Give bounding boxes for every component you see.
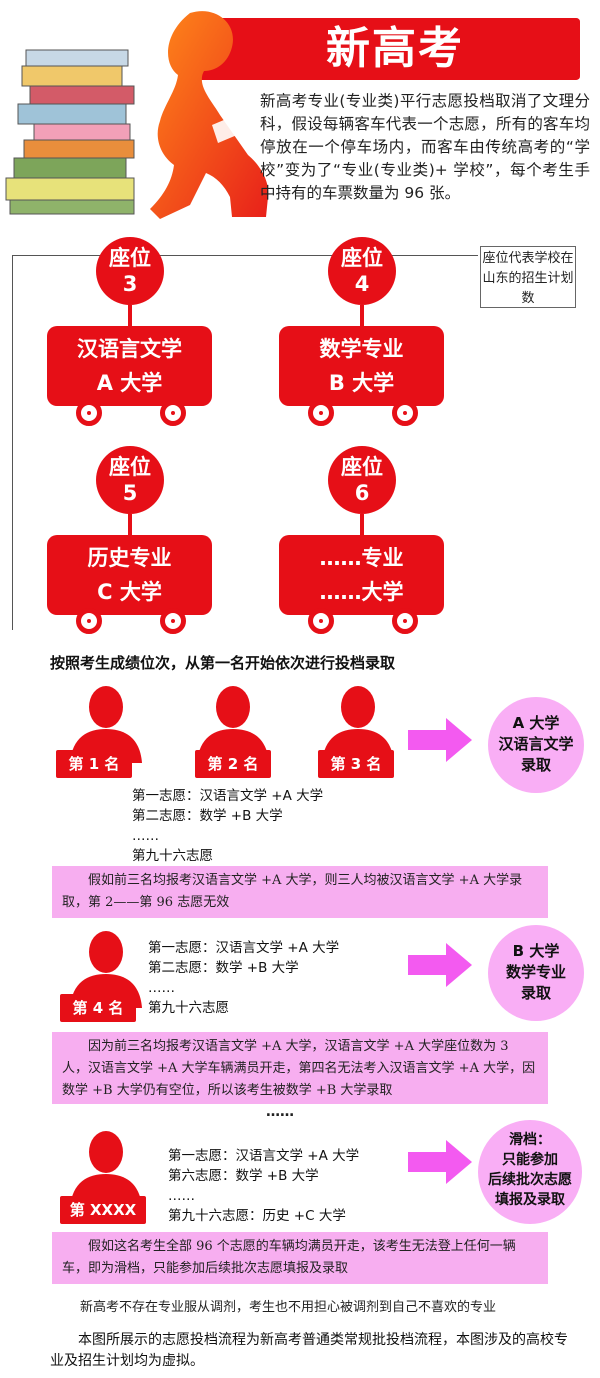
wheel-icon bbox=[392, 400, 418, 426]
choice-item: 第九十六志愿：历史 +C 大学 bbox=[168, 1208, 346, 1224]
choice-item: 第二志愿：数学 +B 大学 bbox=[148, 960, 299, 976]
bus-major: 汉语言文学 bbox=[77, 337, 182, 361]
bus-university: ……大学 bbox=[319, 580, 404, 604]
choice-item: 第六志愿：数学 +B 大学 bbox=[168, 1168, 319, 1184]
case2-explanation: 因为前三名均报考汉语言文学 +A 大学，汉语言文学 +A 大学座位数为 3 人，… bbox=[52, 1032, 548, 1104]
choice-item: 第二志愿：数学 +B 大学 bbox=[132, 808, 283, 824]
rank-label-3: 第 3 名 bbox=[318, 750, 394, 778]
seat-legend-note: 座位代表学校在山东的招生计划数 bbox=[480, 246, 576, 308]
title-banner bbox=[170, 18, 580, 80]
bus-math-b: 数学专业 B 大学 bbox=[279, 326, 444, 406]
choice-item: 第九十六志愿 bbox=[148, 1000, 229, 1016]
footer-disclaimer: 本图所展示的志愿投档流程为新高考普通类常规批投档流程，本图涉及的高校专业及招生计… bbox=[50, 1332, 568, 1369]
choice-item: …… bbox=[148, 980, 175, 996]
seat-label: 座位 bbox=[109, 246, 151, 270]
rank-label-4: 第 4 名 bbox=[60, 994, 136, 1022]
case2-choices: 第一志愿：汉语言文学 +A 大学 第二志愿：数学 +B 大学 …… 第九十六志愿 bbox=[148, 938, 339, 1018]
bus-university: C 大学 bbox=[97, 580, 162, 604]
choice-item: 第一志愿：汉语言文学 +A 大学 bbox=[168, 1148, 360, 1164]
arrow-right-icon bbox=[408, 718, 472, 762]
seat-label: 座位 bbox=[109, 455, 151, 479]
bus-major: 数学专业 bbox=[319, 337, 404, 361]
bus-university: B 大学 bbox=[328, 371, 395, 395]
seat-number: 4 bbox=[354, 272, 370, 296]
case1-choices: 第一志愿：汉语言文学 +A 大学 第二志愿：数学 +B 大学 …… 第九十六志愿 bbox=[132, 786, 323, 866]
wheel-icon bbox=[308, 400, 334, 426]
bus-major: 历史专业 bbox=[87, 546, 172, 570]
parking-lot-border-left bbox=[12, 255, 13, 630]
wheel-icon bbox=[76, 608, 102, 634]
rank-label-2: 第 2 名 bbox=[195, 750, 271, 778]
rank-label-1: 第 1 名 bbox=[56, 750, 132, 778]
arrow-right-icon bbox=[408, 1140, 472, 1184]
choice-item: …… bbox=[132, 828, 159, 844]
seat-label: 座位 bbox=[341, 246, 383, 270]
choice-item: …… bbox=[168, 1188, 195, 1204]
seat-connector bbox=[128, 305, 132, 327]
seat-label: 座位 bbox=[341, 455, 383, 479]
case1-explanation: 假如前三名均报考汉语言文学 +A 大学，则三人均被汉语言文学 +A 大学录取，第… bbox=[52, 866, 548, 918]
seat-connector bbox=[128, 514, 132, 536]
bus-university: A 大学 bbox=[96, 371, 163, 395]
seat-connector bbox=[360, 305, 364, 327]
seat-number: 6 bbox=[354, 481, 370, 505]
case3-explanation: 假如这名考生全部 96 个志愿的车辆均满员开走，该考生无法登上任何一辆车，即为滑… bbox=[52, 1232, 548, 1284]
result-badge-1: A 大学汉语言文学录取 bbox=[488, 697, 584, 793]
arrow-right-icon bbox=[408, 943, 472, 987]
seat-connector bbox=[360, 514, 364, 536]
wheel-icon bbox=[392, 608, 418, 634]
wheel-icon bbox=[308, 608, 334, 634]
choice-item: 第一志愿：汉语言文学 +A 大学 bbox=[148, 940, 340, 956]
seat-number: 3 bbox=[122, 272, 138, 296]
result-badge-2: B 大学数学专业录取 bbox=[488, 925, 584, 1021]
rank-label-xxxx: 第 XXXX 名 bbox=[60, 1196, 146, 1247]
choice-item: 第一志愿：汉语言文学 +A 大学 bbox=[132, 788, 324, 804]
page-title: 新高考 bbox=[326, 23, 464, 74]
ellipsis-divider: …… bbox=[266, 1104, 294, 1120]
seat-number: 5 bbox=[122, 481, 138, 505]
process-heading: 按照考生成绩位次，从第一名开始依次进行投档录取 bbox=[50, 654, 396, 672]
intro-text: 新高考专业(专业类)平行志愿投档取消了文理分科，假设每辆客车代表一个志愿，所有的… bbox=[260, 92, 590, 202]
wheel-icon bbox=[160, 400, 186, 426]
bus-major: ……专业 bbox=[319, 546, 404, 570]
result-badge-3: 滑档：只能参加后续批次志愿填报及录取 bbox=[478, 1120, 582, 1224]
choice-item: 第九十六志愿 bbox=[132, 848, 213, 864]
footer-note: 新高考不存在专业服从调剂，考生也不用担心被调剂到自己不喜欢的专业 bbox=[80, 1300, 497, 1315]
parking-lot-border-top bbox=[12, 255, 478, 256]
wheel-icon bbox=[76, 400, 102, 426]
wheel-icon bbox=[160, 608, 186, 634]
bus-history-c: 历史专业 C 大学 bbox=[47, 535, 212, 615]
bus-hanyu-a: 汉语言文学 A 大学 bbox=[47, 326, 212, 406]
case3-choices: 第一志愿：汉语言文学 +A 大学 第六志愿：数学 +B 大学 …… 第九十六志愿… bbox=[168, 1146, 359, 1226]
girl-reading-silhouette bbox=[150, 11, 269, 219]
bus-other: ……专业 ……大学 bbox=[279, 535, 444, 615]
book-stack-illustration bbox=[5, 49, 135, 215]
